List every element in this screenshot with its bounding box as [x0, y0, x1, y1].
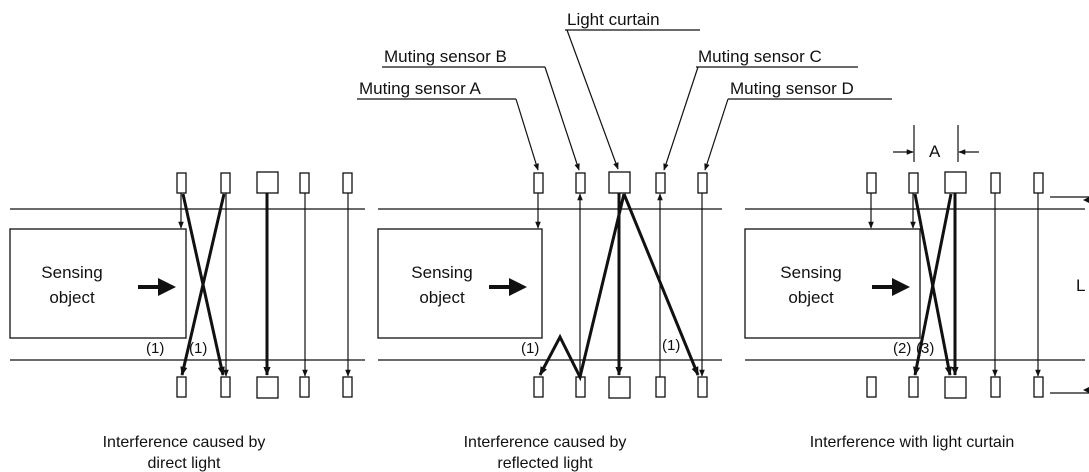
leader-line-a [515, 98, 539, 171]
sensor-a-receiver [866, 376, 877, 398]
sensor-b-receiver [220, 376, 231, 398]
marker-3: (3) [916, 340, 934, 357]
sensing-object-label-2: object [788, 288, 834, 307]
leader-line-curtain [566, 29, 619, 170]
light-curtain-receiver [944, 376, 967, 399]
panel-reflected-light: Light curtain Muting sensor B Muting sen… [357, 10, 892, 472]
label-muting-sensor-d: Muting sensor D [730, 79, 854, 98]
sensor-c-emitter-bottom [655, 376, 666, 398]
sensor-c-emitter [299, 172, 310, 194]
caption-reflected-line2: reflected light [497, 455, 593, 472]
label-light-curtain: Light curtain [567, 10, 660, 29]
reflected-beam-left [538, 193, 626, 382]
leader-line-c [663, 66, 699, 171]
sensing-object-label-1: Sensing [41, 263, 102, 282]
panel-direct-light: Sensing object (1) (1) Interference caus… [9, 171, 365, 472]
sensor-a-emitter [866, 172, 877, 194]
marker-1-right: (1) [662, 337, 680, 354]
movement-arrow-icon [138, 278, 176, 296]
sensor-c-receiver [299, 376, 310, 398]
light-curtain-emitter [944, 171, 967, 194]
caption-reflected-line1: Interference caused by [464, 434, 627, 451]
sensing-object-label-2: object [419, 288, 465, 307]
reflected-beam-right [622, 193, 700, 376]
dimension-a-label: A [929, 142, 941, 161]
light-curtain-emitter [256, 171, 279, 194]
marker-1-left: (1) [146, 340, 164, 357]
leader-line-d [704, 98, 729, 171]
sensor-d-receiver [697, 376, 708, 398]
light-curtain-emitter [608, 171, 631, 194]
dimension-l-arrow-top-icon [1083, 197, 1089, 203]
marker-1-right: (1) [189, 340, 207, 357]
light-curtain-receiver [608, 376, 631, 399]
dimension-l-label: L [1076, 276, 1085, 295]
sensing-object-label-1: Sensing [411, 263, 472, 282]
sensor-d-receiver [1033, 376, 1044, 398]
sensor-a-emitter [176, 172, 187, 194]
sensor-d-emitter [1033, 172, 1044, 194]
marker-1-left: (1) [521, 340, 539, 357]
sensing-object-label-2: object [49, 288, 95, 307]
label-muting-sensor-a: Muting sensor A [359, 79, 482, 98]
sensor-a-emitter [533, 172, 544, 194]
sensor-c-receiver [990, 376, 1001, 398]
sensor-b-emitter [908, 172, 919, 194]
label-muting-sensor-c: Muting sensor C [698, 47, 822, 66]
dimension-l-arrow-bottom-icon [1083, 387, 1089, 393]
interference-beam-a-to-b [181, 193, 225, 376]
sensor-d-emitter [697, 172, 708, 194]
sensor-b-receiver [908, 376, 919, 398]
sensor-d-emitter [342, 172, 353, 194]
sensor-c-receiver-top [655, 172, 666, 194]
sensor-b-receiver-top [575, 172, 586, 194]
leader-line-b [544, 66, 580, 171]
movement-arrow-icon [489, 278, 527, 296]
sensor-a-receiver [533, 376, 544, 398]
sensor-c-emitter [990, 172, 1001, 194]
sensing-object [744, 228, 921, 339]
sensing-object-label-1: Sensing [780, 263, 841, 282]
panel-light-curtain-interference: A Sensing object (2) (3) L Interfer [744, 125, 1089, 451]
caption-direct-line1: Interference caused by [103, 434, 266, 451]
caption-direct-line2: direct light [148, 455, 221, 472]
interference-beam-curtain-to-b [913, 193, 953, 376]
movement-arrow-icon [872, 278, 910, 296]
marker-2: (2) [893, 340, 911, 357]
label-muting-sensor-b: Muting sensor B [384, 47, 507, 66]
sensor-a-receiver [176, 376, 187, 398]
sensing-object [9, 228, 187, 339]
sensor-b-emitter [220, 172, 231, 194]
light-curtain-receiver [256, 376, 279, 399]
sensor-d-receiver [342, 376, 353, 398]
caption-light-curtain: Interference with light curtain [810, 434, 1015, 451]
